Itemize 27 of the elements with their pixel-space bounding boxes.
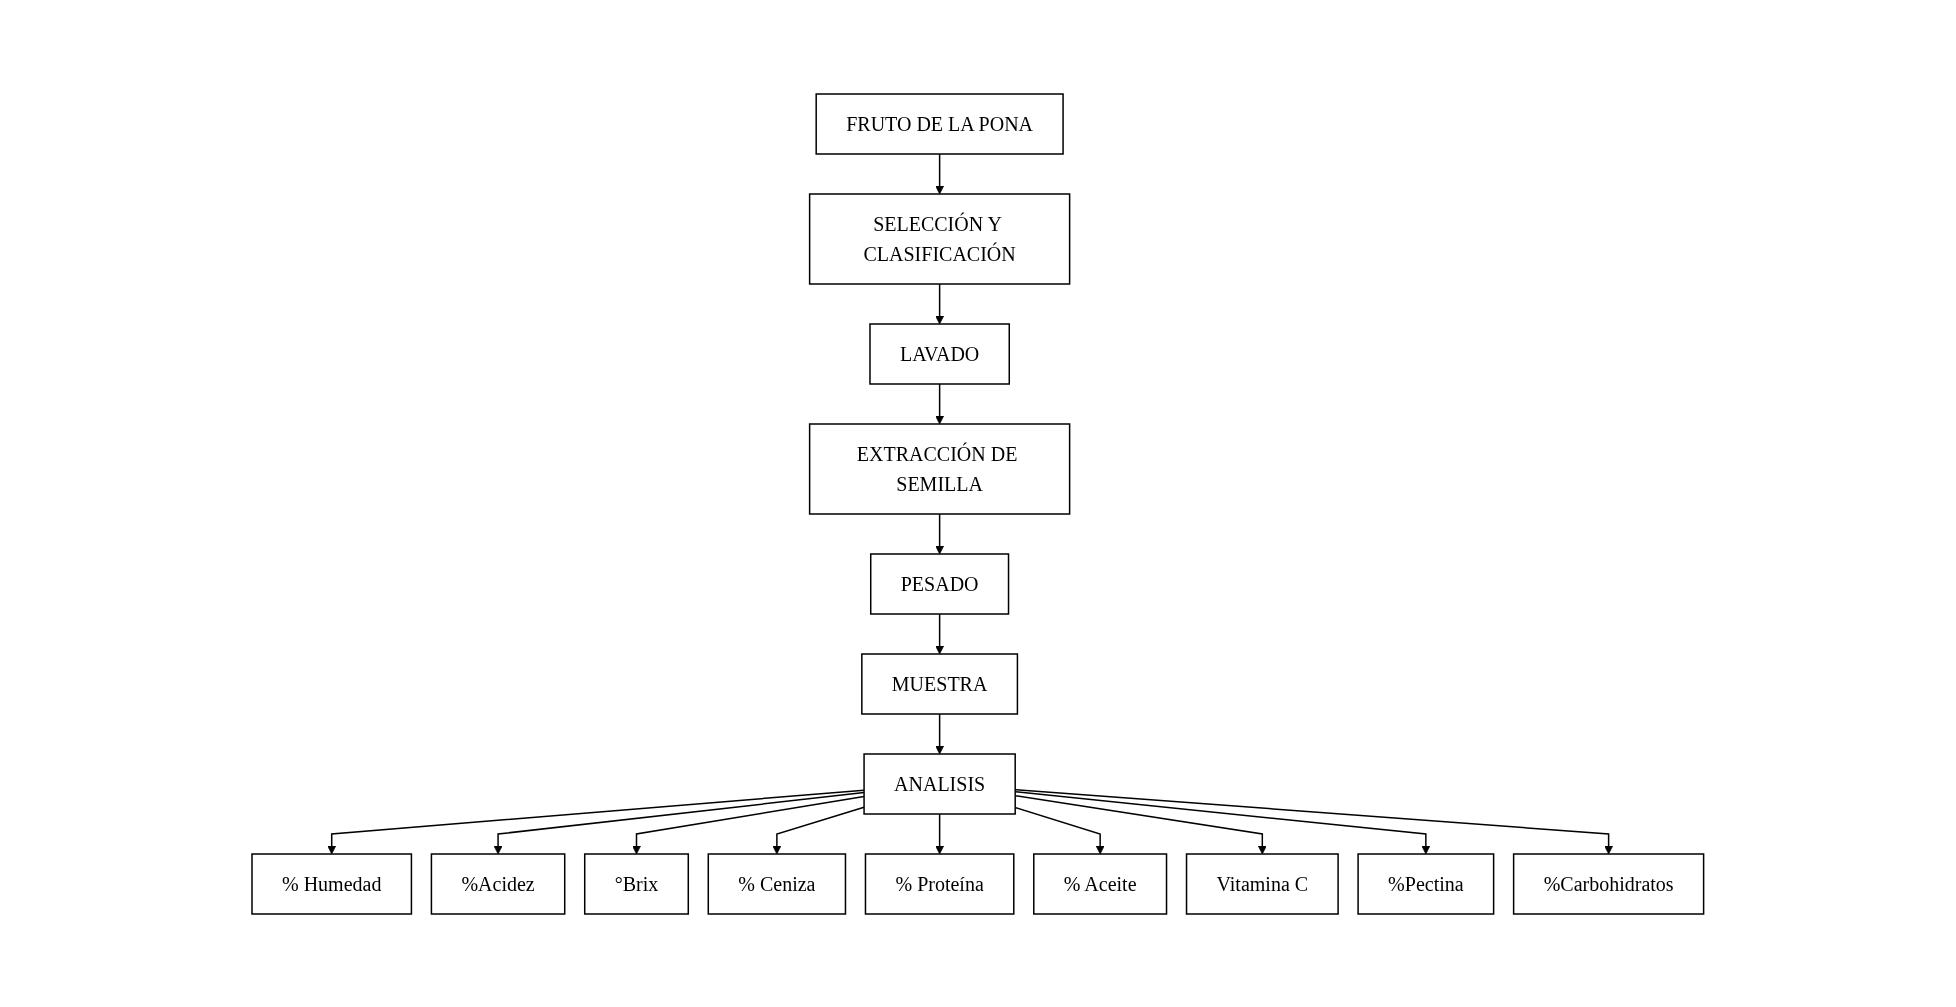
node-box: EXTRACCIÓN DE SEMILLA (809, 422, 1071, 515)
arrow (493, 791, 865, 854)
node-box: SELECCIÓN Y CLASIFICACIÓN (809, 192, 1071, 285)
node-box: % Aceite (1033, 852, 1168, 915)
node-box: °Brix (584, 852, 690, 915)
node-box: FRUTO DE LA PONA (815, 92, 1064, 155)
node-box: % Proteína (864, 852, 1015, 915)
node-box: % Ceniza (707, 852, 847, 915)
node-box: ANALISIS (863, 752, 1017, 815)
arrow (935, 512, 945, 554)
arrow (935, 812, 945, 854)
node-box: % Humedad (251, 852, 413, 915)
node-box: MUESTRA (861, 652, 1019, 715)
arrow (935, 612, 945, 654)
arrow (327, 788, 865, 854)
arrow (935, 152, 945, 194)
node-box: %Carbohidratos (1513, 852, 1705, 915)
node-box: %Pectina (1357, 852, 1495, 915)
node-box: LAVADO (869, 322, 1011, 385)
node-box: Vitamina C (1185, 852, 1340, 915)
arrow (772, 805, 865, 854)
arrow (935, 712, 945, 754)
arrow (632, 795, 865, 854)
node-box: PESADO (870, 552, 1010, 615)
node-box: %Acidez (430, 852, 566, 915)
arrow (935, 282, 945, 324)
arrow (935, 382, 945, 424)
